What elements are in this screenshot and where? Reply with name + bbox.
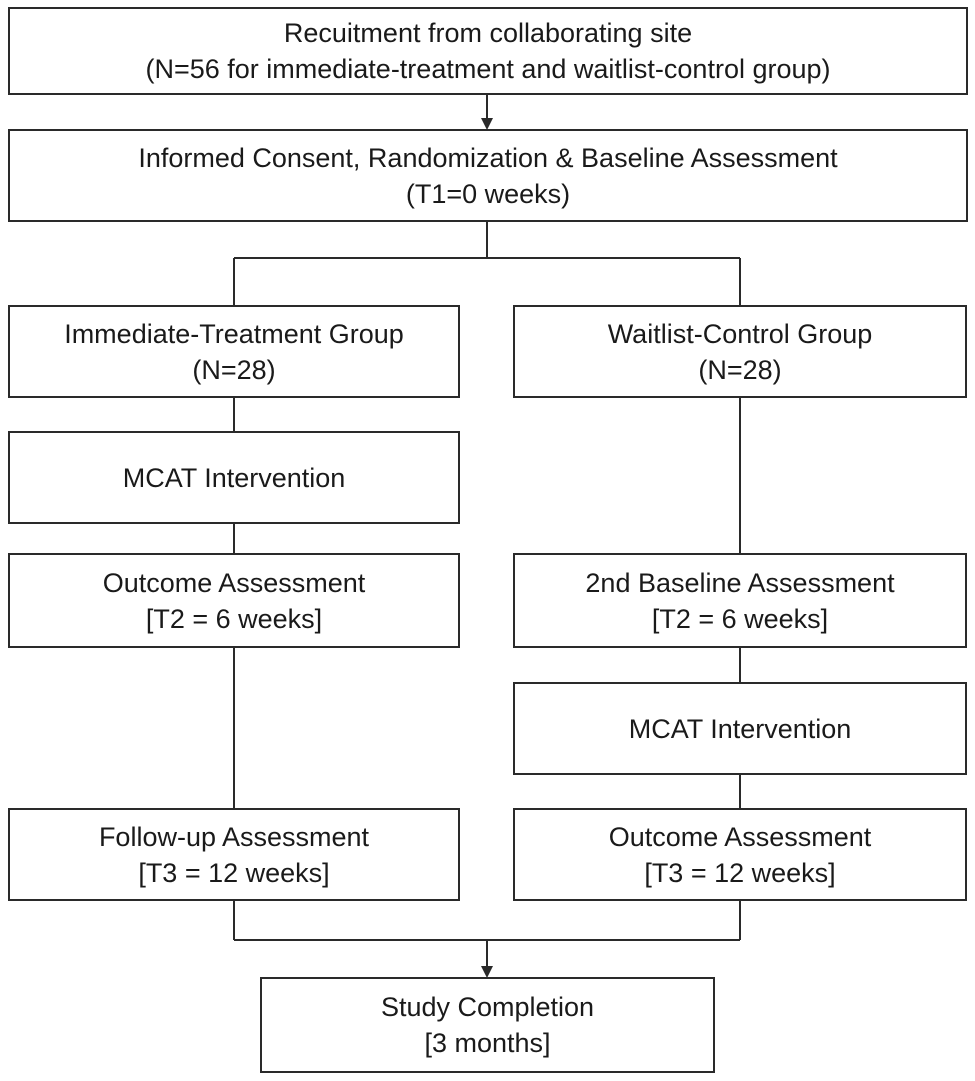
consent-title: Informed Consent, Randomization & Baseli… [138,142,838,173]
immediate-outcome-timepoint: [T2 = 6 weeks] [145,603,323,634]
waitlist-outcome-assessment-box: Outcome Assessment [T3 = 12 weeks] [513,808,967,901]
immediate-outcome-assessment-box: Outcome Assessment [T2 = 6 weeks] [8,553,460,648]
immediate-treatment-group-box: Immediate-Treatment Group (N=28) [8,305,460,398]
immediate-mcat-title: MCAT Intervention [122,462,346,493]
waitlist-second-baseline-box: 2nd Baseline Assessment [T2 = 6 weeks] [513,553,967,648]
waitlist-second-baseline-title: 2nd Baseline Assessment [585,567,895,598]
waitlist-group-size: (N=28) [698,354,782,385]
waitlist-outcome-timepoint: [T3 = 12 weeks] [644,857,836,888]
waitlist-outcome-title: Outcome Assessment [608,821,872,852]
recruitment-box: Recuitment from collaborating site (N=56… [8,7,968,95]
study-completion-box: Study Completion [3 months] [260,977,715,1073]
recruitment-title: Recuitment from collaborating site [283,18,693,48]
recruitment-sample-size: (N=56 for immediate-treatment and waitli… [145,54,831,84]
completion-duration: [3 months] [424,1028,551,1058]
consent-randomization-box: Informed Consent, Randomization & Baseli… [8,129,968,222]
immediate-followup-assessment-box: Follow-up Assessment [T3 = 12 weeks] [8,808,460,901]
immediate-followup-timepoint: [T3 = 12 weeks] [138,857,330,888]
waitlist-mcat-title: MCAT Intervention [628,713,852,744]
waitlist-mcat-intervention-box: MCAT Intervention [513,682,967,775]
waitlist-control-group-box: Waitlist-Control Group (N=28) [513,305,967,398]
waitlist-group-title: Waitlist-Control Group [607,318,873,349]
immediate-group-title: Immediate-Treatment Group [64,318,404,349]
immediate-outcome-title: Outcome Assessment [102,567,366,598]
immediate-followup-title: Follow-up Assessment [98,821,370,852]
consent-timepoint: (T1=0 weeks) [405,178,571,209]
waitlist-second-baseline-timepoint: [T2 = 6 weeks] [651,603,829,634]
immediate-mcat-intervention-box: MCAT Intervention [8,431,460,524]
immediate-group-size: (N=28) [192,354,276,385]
completion-title: Study Completion [380,992,595,1022]
